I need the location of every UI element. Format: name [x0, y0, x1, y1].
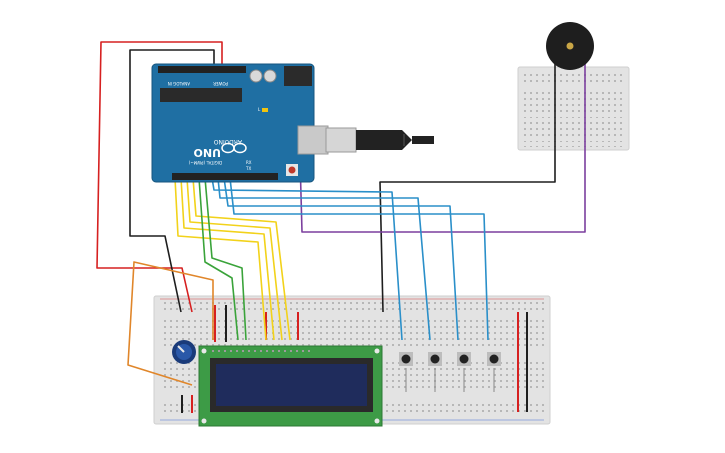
pushbutton-1[interactable] [399, 352, 413, 366]
rx-label: RX [246, 160, 252, 165]
pushbuttons [399, 352, 501, 366]
arduino-model-label: UNO [194, 146, 222, 159]
pushbutton-3[interactable] [457, 352, 471, 366]
lcd-header-pins [212, 348, 310, 352]
analog-pins-label: ANALOG IN [168, 81, 190, 86]
button-resistors [405, 368, 495, 392]
lcd-screen [216, 364, 367, 406]
usb-cable[interactable] [325, 127, 434, 153]
digital-pins-label: DIGITAL (PWM~) [188, 160, 222, 165]
arduino-logo-icon [221, 142, 247, 154]
led-l-indicator [262, 108, 268, 112]
pushbutton-2[interactable] [428, 352, 442, 366]
arduino-uno-board[interactable]: ARDUINO UNO DIGITAL (PWM~) ANALOG IN POW… [151, 63, 329, 183]
tx-label: TX [245, 166, 251, 171]
piezo-buzzer-icon[interactable] [546, 22, 594, 70]
potentiometer-icon[interactable] [172, 340, 196, 364]
lcd-display[interactable] [198, 345, 383, 427]
arduino-brand-label: ARDUINO [213, 138, 242, 145]
power-pins-label: POWER [213, 81, 228, 86]
small-breadboard[interactable] [517, 66, 630, 151]
led-l-label: L [258, 107, 261, 112]
pushbutton-4[interactable] [487, 352, 501, 366]
rail-jumpers [181, 305, 528, 413]
